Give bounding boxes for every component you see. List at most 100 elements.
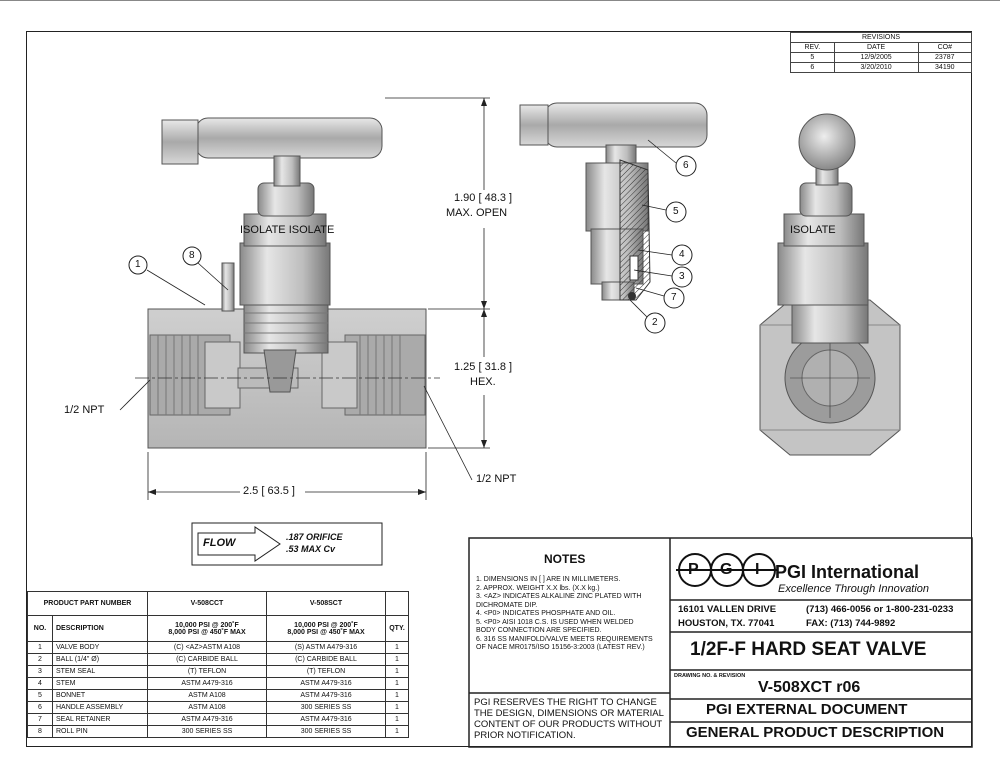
note-line: 4. <P0> INDICATES PHOSPHATE AND OIL. xyxy=(476,610,616,617)
cell: 1 xyxy=(385,653,409,666)
balloon-8 xyxy=(182,246,202,266)
note-line: DICHROMATE DIP. xyxy=(476,601,538,609)
parts-header-product: PRODUCT PART NUMBER xyxy=(27,591,148,616)
parts-col-desc: DESCRIPTION xyxy=(52,615,148,642)
cell: 300 SERIES SS xyxy=(266,701,386,714)
rating-a2: 8,000 PSI @ 450˚F MAX xyxy=(168,628,246,636)
isolate-label-front: ISOLATE ISOLATE xyxy=(240,224,335,236)
disclaimer-line: PGI RESERVES THE RIGHT TO CHANGE xyxy=(474,697,657,708)
notes-list: 1. DIMENSIONS IN [ ] ARE IN MILLIMETERS.… xyxy=(476,576,653,653)
cell: SEAL RETAINER xyxy=(52,713,148,726)
note-line: 3. <AZ> INDICATES ALKALINE ZINC PLATED W… xyxy=(476,593,642,600)
balloon-5 xyxy=(665,201,687,223)
cell: ASTM A479-316 xyxy=(147,677,267,690)
cell: (S) ASTM A479-316 xyxy=(266,641,386,654)
cell: (C) <AZ>ASTM A108 xyxy=(147,641,267,654)
front-dimensions xyxy=(119,97,490,500)
notes-title: NOTES xyxy=(544,552,586,566)
disclaimer: PGI RESERVES THE RIGHT TO CHANGE THE DES… xyxy=(474,697,664,741)
cell: 300 SERIES SS xyxy=(147,725,267,738)
company-tagline: Excellence Through Innovation xyxy=(778,583,930,595)
rev-cell: 34190 xyxy=(917,62,973,73)
cell: ASTM A479-316 xyxy=(147,713,267,726)
rating-a1: 10,000 PSI @ 200˚F xyxy=(175,621,239,629)
parts-table: PRODUCT PART NUMBER V-508CCT V-508SCT NO… xyxy=(27,591,409,738)
cell: (T) TEFLON xyxy=(266,665,386,678)
section-view xyxy=(519,102,708,301)
cell: ROLL PIN xyxy=(52,725,148,738)
cell: ASTM A479-316 xyxy=(266,713,386,726)
logo-letter-p: P xyxy=(688,561,699,578)
rating-b2: 8,000 PSI @ 450˚F MAX xyxy=(287,628,365,636)
parts-header-model-a: V-508CCT xyxy=(147,591,267,616)
balloon-6 xyxy=(675,155,697,177)
cell: ASTM A108 xyxy=(147,689,267,702)
cell: 1 xyxy=(385,677,409,690)
cell: 4 xyxy=(27,677,53,690)
balloon-4-text: 4 xyxy=(679,249,685,260)
document-description: GENERAL PRODUCT DESCRIPTION xyxy=(686,724,945,741)
cell: BONNET xyxy=(52,689,148,702)
cell: 1 xyxy=(385,665,409,678)
drawing-number: V-508XCT r06 xyxy=(758,679,861,696)
side-view xyxy=(759,113,901,456)
logo-letter-i: I xyxy=(755,561,760,578)
cell: 3 xyxy=(27,665,53,678)
balloon-2 xyxy=(644,312,666,334)
section-leaders xyxy=(629,139,677,319)
cell: 300 SERIES SS xyxy=(266,725,386,738)
revisions-table: REVISIONS REV. DATE CO# 5 12/9/2005 2378… xyxy=(790,32,973,73)
drawing-number-label: DRAWING NO. & REVISION xyxy=(674,673,746,679)
parts-col-qty: QTY. xyxy=(385,615,409,642)
cell: 6 xyxy=(27,701,53,714)
cell: STEM SEAL xyxy=(52,665,148,678)
cell: 1 xyxy=(385,713,409,726)
balloon-5-text: 5 xyxy=(673,206,679,217)
npt-left: 1/2 NPT xyxy=(64,404,105,416)
title-block-frame xyxy=(468,537,973,748)
rating-b1: 10,000 PSI @ 200˚F xyxy=(294,621,358,629)
phone: (713) 466-0056 or 1-800-231-0233 xyxy=(806,604,954,615)
cell: 2 xyxy=(27,653,53,666)
cell: (T) TEFLON xyxy=(147,665,267,678)
note-line: OF NACE MR0175/ISO 15156-3:2003 (LATEST … xyxy=(476,644,645,651)
fax: FAX: (713) 744-9892 xyxy=(806,618,896,629)
flow-orifice: .187 ORIFICE xyxy=(286,532,343,542)
cell: ASTM A479-316 xyxy=(266,677,386,690)
dim-height-open: 1.90 [ 48.3 ] xyxy=(454,192,513,204)
document-type: PGI EXTERNAL DOCUMENT xyxy=(706,701,908,718)
address-line-1: 16101 VALLEN DRIVE xyxy=(678,604,777,615)
cell: HANDLE ASSEMBLY xyxy=(52,701,148,714)
note-line: BODY CONNECTION ARE SPECIFIED. xyxy=(476,627,602,634)
dim-hex-label: HEX. xyxy=(470,376,496,388)
parts-header-model-b: V-508SCT xyxy=(266,591,386,616)
note-line: 1. DIMENSIONS IN [ ] ARE IN MILLIMETERS. xyxy=(476,576,621,583)
disclaimer-line: PRIOR NOTIFICATION. xyxy=(474,730,576,741)
dim-length: 2.5 [ 63.5 ] xyxy=(243,485,295,497)
cell: 1 xyxy=(27,641,53,654)
balloon-2-text: 2 xyxy=(652,317,658,328)
balloon-3 xyxy=(671,266,693,288)
balloon-1 xyxy=(128,255,148,275)
balloon-4 xyxy=(671,244,693,266)
balloon-7 xyxy=(663,287,685,309)
cell: 7 xyxy=(27,713,53,726)
cell: BALL (1/4" Ø) xyxy=(52,653,148,666)
drawing-title: 1/2F-F HARD SEAT VALVE xyxy=(690,639,927,660)
isolate-label-side: ISOLATE xyxy=(790,224,836,236)
disclaimer-line: CONTENT OF OUR PRODUCTS WITHOUT xyxy=(474,719,663,730)
note-line: 2. APPROX. WEIGHT X.X lbs. (X.X kg.) xyxy=(476,584,600,592)
cell: 5 xyxy=(27,689,53,702)
cell: ASTM A108 xyxy=(147,701,267,714)
cell: VALVE BODY xyxy=(52,641,148,654)
disclaimer-line: THE DESIGN, DIMENSIONS OR MATERIAL xyxy=(474,708,664,719)
dim-hex: 1.25 [ 31.8 ] xyxy=(454,361,513,373)
cell: 1 xyxy=(385,701,409,714)
